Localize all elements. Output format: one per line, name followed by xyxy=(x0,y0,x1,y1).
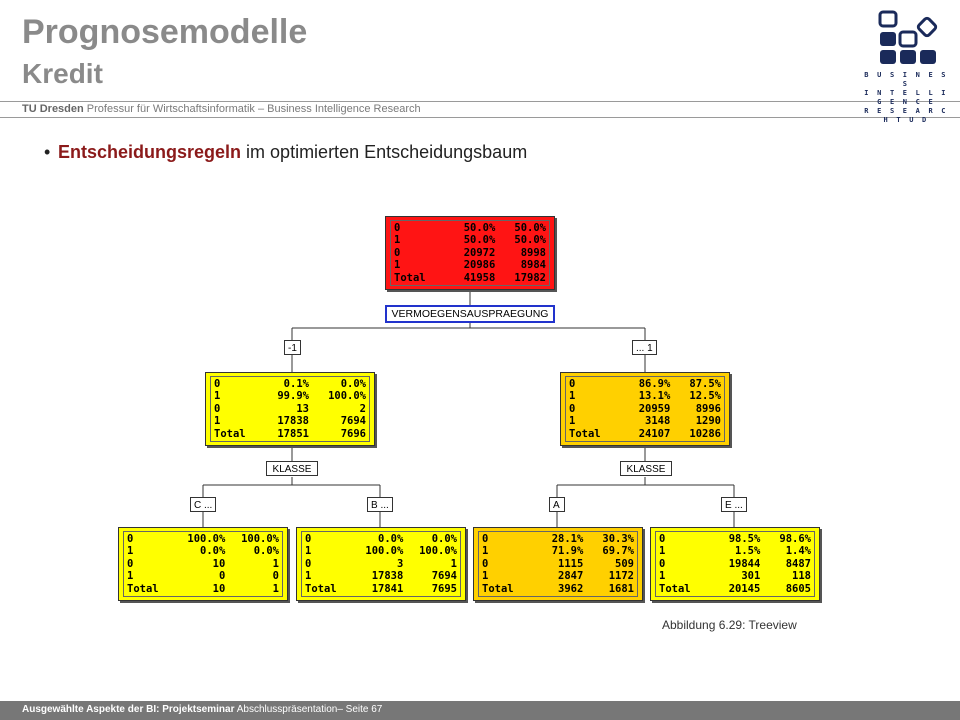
split-label-left: KLASSE xyxy=(266,461,318,476)
header-rule-bottom xyxy=(0,117,960,118)
bi-research-logo-icon xyxy=(878,10,938,64)
split-label-right: KLASSE xyxy=(620,461,672,476)
org-chair: Professur für Wirtschaftsinformatik – Bu… xyxy=(83,103,421,115)
bullet-point: •Entscheidungsregeln im optimierten Ents… xyxy=(44,142,528,162)
org-line: TU Dresden Professur für Wirtschaftsinfo… xyxy=(22,103,421,115)
bullet-strong: Entscheidungsregeln xyxy=(58,142,242,162)
header-rule-top xyxy=(0,101,960,102)
footer-text: Ausgewählte Aspekte der BI: Projektsemin… xyxy=(22,704,382,715)
branch-label-rr: E ... xyxy=(721,497,747,512)
footer-course: Ausgewählte Aspekte der BI: Projektsemin… xyxy=(22,704,235,715)
branch-label-right: ... 1 xyxy=(632,340,657,355)
branch-label-lr: B ... xyxy=(367,497,393,512)
branch-label-left: -1 xyxy=(284,340,301,355)
figure-caption: Abbildung 6.29: Treeview xyxy=(662,618,797,632)
org-name: TU Dresden xyxy=(22,103,84,115)
page-subtitle: Kredit xyxy=(22,58,103,89)
bullet-rest: im optimierten Entscheidungsbaum xyxy=(241,142,528,162)
branch-label-ll: C ... xyxy=(190,497,216,512)
footer-bar xyxy=(0,701,960,720)
logo-text: B U S I N E S S I N T E L L I G E N C E … xyxy=(864,71,948,124)
split-label-root: VERMOEGENSAUSPRAEGUNG xyxy=(385,305,555,323)
branch-label-rl: A xyxy=(549,497,565,512)
page-title: Prognosemodelle xyxy=(22,13,308,51)
footer-page: Abschlusspräsentation– Seite 67 xyxy=(234,704,383,715)
